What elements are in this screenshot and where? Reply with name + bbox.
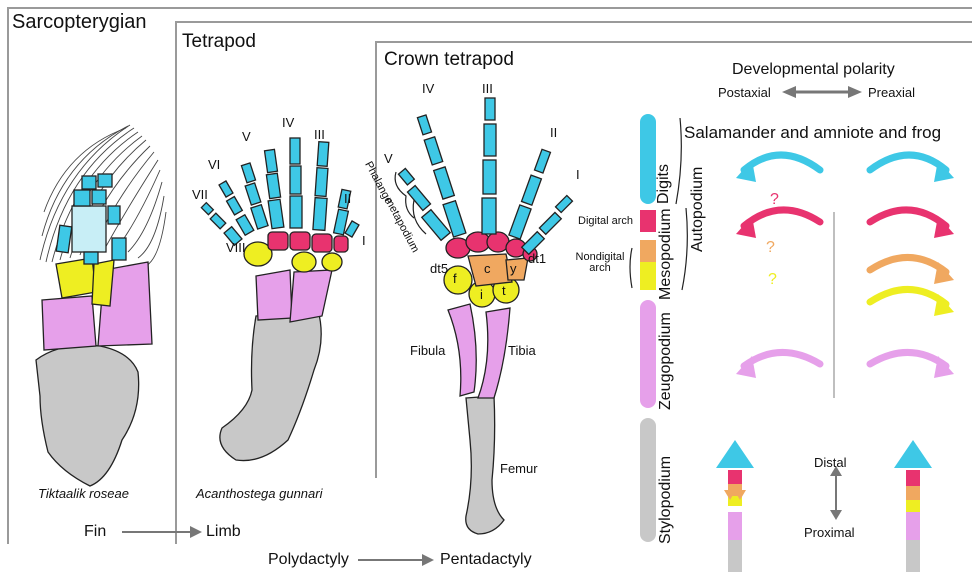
tiktaalik-ulna (42, 296, 96, 350)
polarity-arrowheads (736, 160, 954, 378)
polarity-subtitle: Salamander and amniote and frog (684, 124, 941, 141)
acanthostega-digit-II: II (344, 192, 351, 205)
distal-label: Distal (814, 456, 847, 469)
acanthostega-digits (201, 138, 359, 245)
fibula-bone (448, 304, 476, 396)
tetrapod-title: Tetrapod (182, 32, 256, 51)
right-polarity-column (894, 440, 932, 572)
autopodium-label: Autopodium (690, 167, 706, 252)
polarity-panel (716, 86, 954, 572)
nondigital-arch-label: Nondigital arch (570, 252, 630, 274)
f-label: f (453, 272, 457, 285)
acanthostega-species: Acanthostega gunnari (196, 487, 322, 500)
crown-digit-II: II (550, 126, 557, 139)
acanthostega-limb (201, 138, 359, 461)
crown-digits (398, 98, 572, 254)
tibia-label: Tibia (508, 344, 536, 357)
acanthostega-ulna (256, 270, 292, 320)
i-label: i (480, 288, 483, 301)
zeugopodium-label: Zeugopodium (658, 312, 674, 410)
acanthostega-humerus (220, 310, 321, 461)
nondigital-orange-segment (640, 240, 656, 262)
crown-digit-I: I (576, 168, 580, 181)
tiktaalik-yellow-2 (92, 260, 114, 306)
zeugopodium-segment (640, 300, 656, 408)
mesopodium-label: Mesopodium (658, 208, 674, 300)
acanthostega-digit-VI: VI (208, 158, 220, 171)
acanthostega-digit-VII: VII (192, 188, 208, 201)
acanthostega-digit-VIII: VIII (226, 241, 246, 254)
preaxial-label: Preaxial (868, 86, 915, 99)
crown-tetrapod-limb (395, 98, 572, 534)
postaxial-label: Postaxial (718, 86, 771, 99)
digital-arch-segment (640, 210, 656, 232)
pentadactyly-label: Pentadactyly (440, 552, 532, 568)
polarity-title: Developmental polarity (732, 62, 895, 78)
nondigital-yellow-segment (640, 262, 656, 290)
tiktaalik-fin (36, 125, 166, 486)
acanthostega-radius (290, 270, 332, 322)
digital-arch-label: Digital arch (578, 216, 633, 227)
crown-digit-IV: IV (422, 82, 434, 95)
femur-bone (466, 396, 504, 534)
question-mark-pink: ? (770, 192, 779, 208)
femur-label: Femur (500, 462, 538, 475)
polydactyly-label: Polydactyly (268, 552, 349, 568)
y-label: y (510, 262, 517, 275)
tibia-bone (478, 308, 510, 398)
fibula-label: Fibula (410, 344, 445, 357)
tiktaalik-light-block (72, 206, 106, 252)
acanthostega-digit-III: III (314, 128, 325, 141)
question-mark-orange: ? (766, 240, 775, 256)
crown-digit-V: V (384, 152, 393, 165)
left-polarity-column (716, 440, 754, 572)
acanthostega-digit-V: V (242, 130, 251, 143)
crown-tetrapod-title: Crown tetrapod (384, 50, 514, 69)
tiktaalik-humerus (36, 345, 139, 486)
digits-segment (640, 114, 656, 204)
t-label: t (502, 284, 506, 297)
stylopodium-segment (640, 418, 656, 542)
acanthostega-digit-I: I (362, 234, 366, 247)
dt5-label: dt5 (430, 262, 448, 275)
limb-label: Limb (206, 524, 241, 540)
dt1-label: dt1 (528, 252, 546, 265)
sarcopterygian-title: Sarcopterygian (12, 12, 147, 32)
acanthostega-digit-IV: IV (282, 116, 294, 129)
proximal-label: Proximal (804, 526, 855, 539)
fin-label: Fin (84, 524, 106, 540)
stylopodium-label: Stylopodium (658, 456, 674, 544)
question-mark-yellow: ? (768, 272, 777, 288)
crown-digit-III: III (482, 82, 493, 95)
digits-label: Digits (656, 164, 672, 204)
tiktaalik-species: Tiktaalik roseae (38, 487, 129, 500)
c-label: c (484, 262, 491, 275)
